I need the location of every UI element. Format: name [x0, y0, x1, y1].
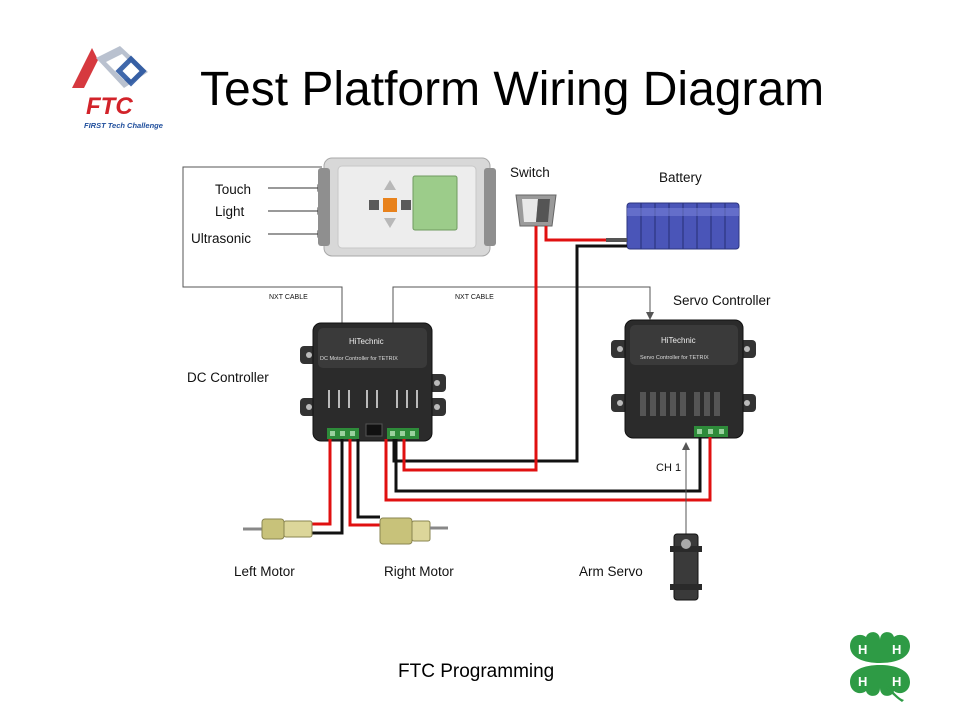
- arm-servo-label: Arm Servo: [579, 564, 643, 579]
- ftc-logo-tagline: FIRST Tech Challenge: [84, 121, 163, 130]
- nxt-cable-left-label: NXT CABLE: [269, 294, 308, 301]
- svg-text:H: H: [858, 674, 867, 689]
- svg-text:H: H: [892, 674, 901, 689]
- left-motor-device: [243, 518, 313, 540]
- svg-text:H: H: [858, 642, 867, 657]
- nxt-cable-right-label: NXT CABLE: [455, 294, 494, 301]
- battery-label: Battery: [659, 170, 702, 185]
- slide-title: Test Platform Wiring Diagram: [200, 63, 825, 116]
- left-motor-label: Left Motor: [234, 564, 295, 579]
- dc-controller-brand: HiTechnic: [349, 337, 384, 346]
- slide-footer: FTC Programming: [398, 661, 555, 682]
- light-sensor-label: Light: [215, 204, 245, 219]
- nxt-cable-right-line: [392, 286, 651, 323]
- right-motor-label: Right Motor: [384, 564, 454, 579]
- nxt-cables: [182, 166, 654, 323]
- nxt-brick: [318, 157, 496, 257]
- ch1-label: CH 1: [656, 462, 681, 474]
- right-motor-device: [379, 517, 448, 545]
- ftc-logo-icon: FTC FIRST Tech Challenge: [72, 46, 163, 130]
- switch-label: Switch: [510, 165, 550, 180]
- servo-controller-brand: HiTechnic: [661, 336, 696, 345]
- switch-device: [515, 194, 557, 227]
- touch-sensor-label: Touch: [215, 182, 251, 197]
- servo-controller-label: Servo Controller: [673, 293, 771, 308]
- ftc-logo-text: FTC: [86, 93, 133, 120]
- servo-signal-line: [682, 442, 690, 534]
- 4h-clover-icon: H H H H: [850, 632, 910, 702]
- nxt-cable-left-line: [182, 166, 343, 323]
- servo-controller-device: HiTechnic Servo Controller for TETRIX: [611, 319, 756, 439]
- svg-text:H: H: [892, 642, 901, 657]
- dc-controller-subtitle: DC Motor Controller for TETRIX: [320, 356, 398, 362]
- dc-controller-label: DC Controller: [187, 370, 269, 385]
- sensor-arrows: [268, 184, 326, 238]
- ultrasonic-sensor-label: Ultrasonic: [191, 231, 251, 246]
- power-wires: [312, 226, 712, 535]
- arm-servo-device: [670, 533, 702, 601]
- servo-controller-subtitle: Servo Controller for TETRIX: [640, 355, 709, 361]
- battery-pack: [626, 202, 740, 250]
- dc-controller-device: HiTechnic DC Motor Controller for TETRIX: [300, 322, 446, 442]
